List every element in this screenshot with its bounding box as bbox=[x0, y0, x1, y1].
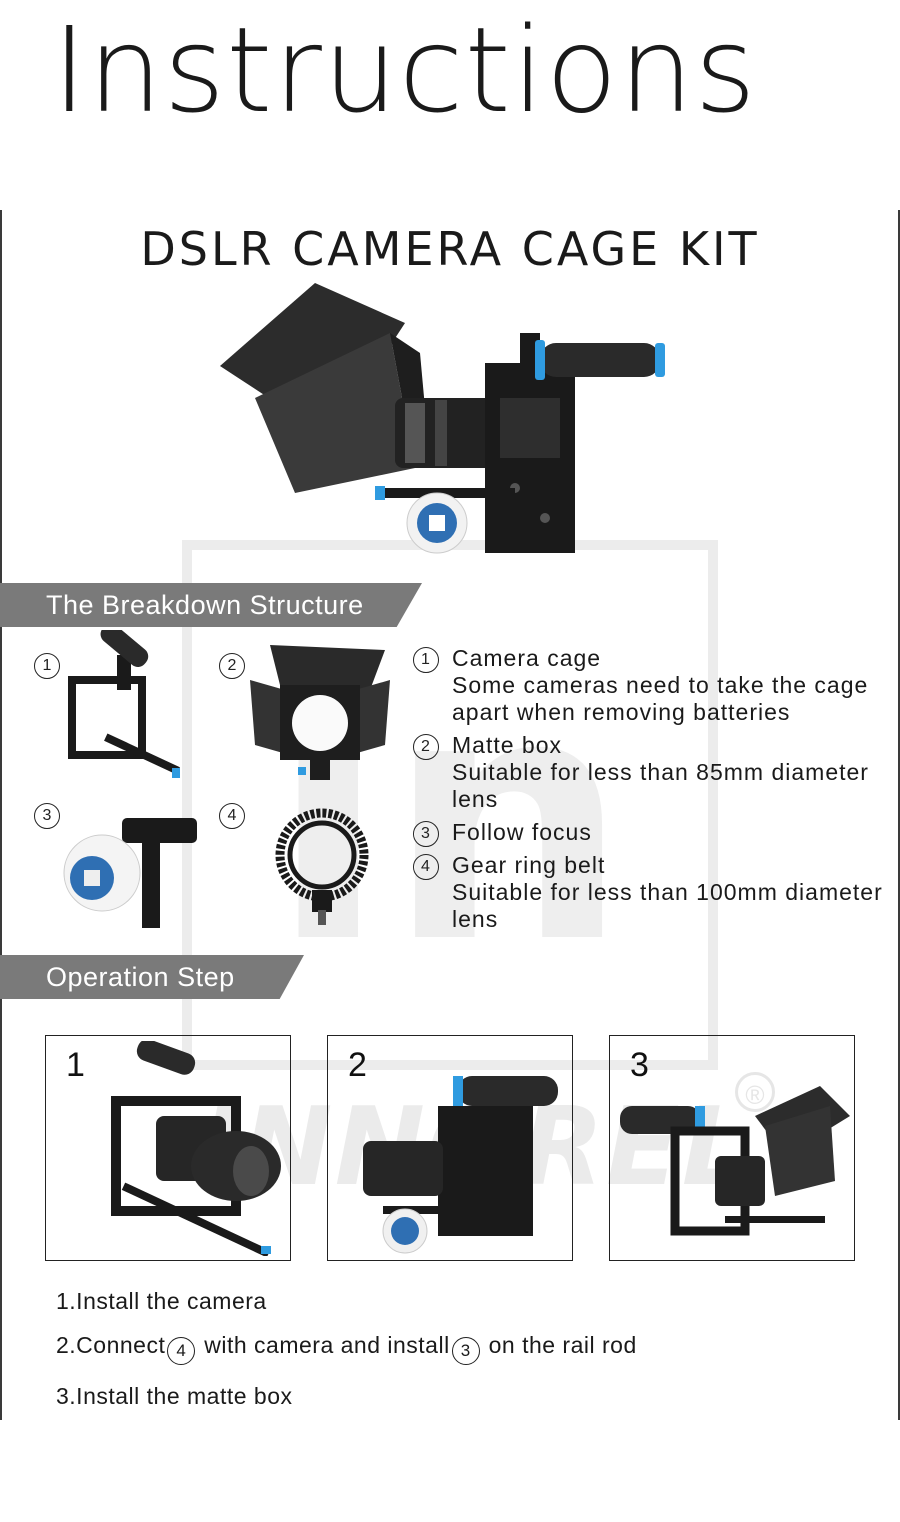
step-number: 3 bbox=[630, 1046, 649, 1084]
part-note: Suitable for less than 85mm diameter len… bbox=[452, 759, 869, 812]
part-description-2: 2 Matte box Suitable for less than 85mm … bbox=[410, 732, 890, 813]
step-1-image bbox=[111, 1041, 281, 1256]
gear-ring-belt-icon bbox=[275, 808, 369, 925]
step-2-text-mid: with camera and install bbox=[197, 1332, 450, 1358]
part-number-3: 3 bbox=[34, 803, 60, 829]
step-2-text-post: on the rail rod bbox=[481, 1332, 637, 1358]
breakdown-structure-banner: The Breakdown Structure bbox=[0, 583, 422, 627]
part-description-number: 4 bbox=[413, 854, 439, 880]
part-title: Matte box bbox=[452, 732, 562, 758]
step-2-text-pre: 2.Connect bbox=[56, 1332, 166, 1358]
step-number: 1 bbox=[66, 1046, 85, 1084]
step-2-image bbox=[363, 1076, 558, 1254]
kit-title: DSLR CAMERA CAGE KIT bbox=[140, 222, 760, 276]
watermark-registered-mark: ® bbox=[735, 1072, 775, 1112]
frame-right-border bbox=[898, 210, 900, 1420]
step-number: 2 bbox=[348, 1046, 367, 1084]
step-instruction-3: 3.Install the matte box bbox=[56, 1383, 293, 1409]
parts-description-list: 1 Camera cage Some cameras need to take … bbox=[410, 645, 890, 939]
operation-step-banner: Operation Step bbox=[0, 955, 304, 999]
hero-camera-rig-image bbox=[220, 283, 665, 554]
part-description-number: 1 bbox=[413, 647, 439, 673]
part-number-4: 4 bbox=[219, 803, 245, 829]
step-box-1: 1 bbox=[45, 1035, 291, 1261]
follow-focus-icon bbox=[63, 818, 197, 928]
part-4-ref: 4 bbox=[167, 1337, 196, 1365]
part-description-4: 4 Gear ring belt Suitable for less than … bbox=[410, 852, 890, 933]
page-title: Instructions bbox=[52, 1, 758, 139]
step-instruction-1: 1.Install the camera bbox=[56, 1288, 267, 1314]
step-3-image bbox=[620, 1086, 850, 1236]
frame-left-border bbox=[0, 210, 2, 1420]
part-number-2: 2 bbox=[219, 653, 245, 679]
part-3-ref: 3 bbox=[451, 1337, 480, 1365]
step-box-3: 3 bbox=[609, 1035, 855, 1261]
part-description-number: 2 bbox=[413, 734, 439, 760]
part-title: Gear ring belt bbox=[452, 852, 606, 878]
part-description-number: 3 bbox=[413, 821, 439, 847]
step-box-2: 2 bbox=[327, 1035, 573, 1261]
part-title: Camera cage bbox=[452, 645, 602, 671]
part-note: Some cameras need to take the cage apart… bbox=[452, 672, 869, 725]
camera-cage-icon bbox=[68, 630, 180, 778]
part-title: Follow focus bbox=[452, 819, 592, 845]
part-description-1: 1 Camera cage Some cameras need to take … bbox=[410, 645, 890, 726]
matte-box-icon bbox=[250, 645, 390, 780]
part-number-1: 1 bbox=[34, 653, 60, 679]
part-note: Suitable for less than 100mm diameter le… bbox=[452, 879, 883, 932]
part-description-3: 3 Follow focus bbox=[410, 819, 890, 847]
